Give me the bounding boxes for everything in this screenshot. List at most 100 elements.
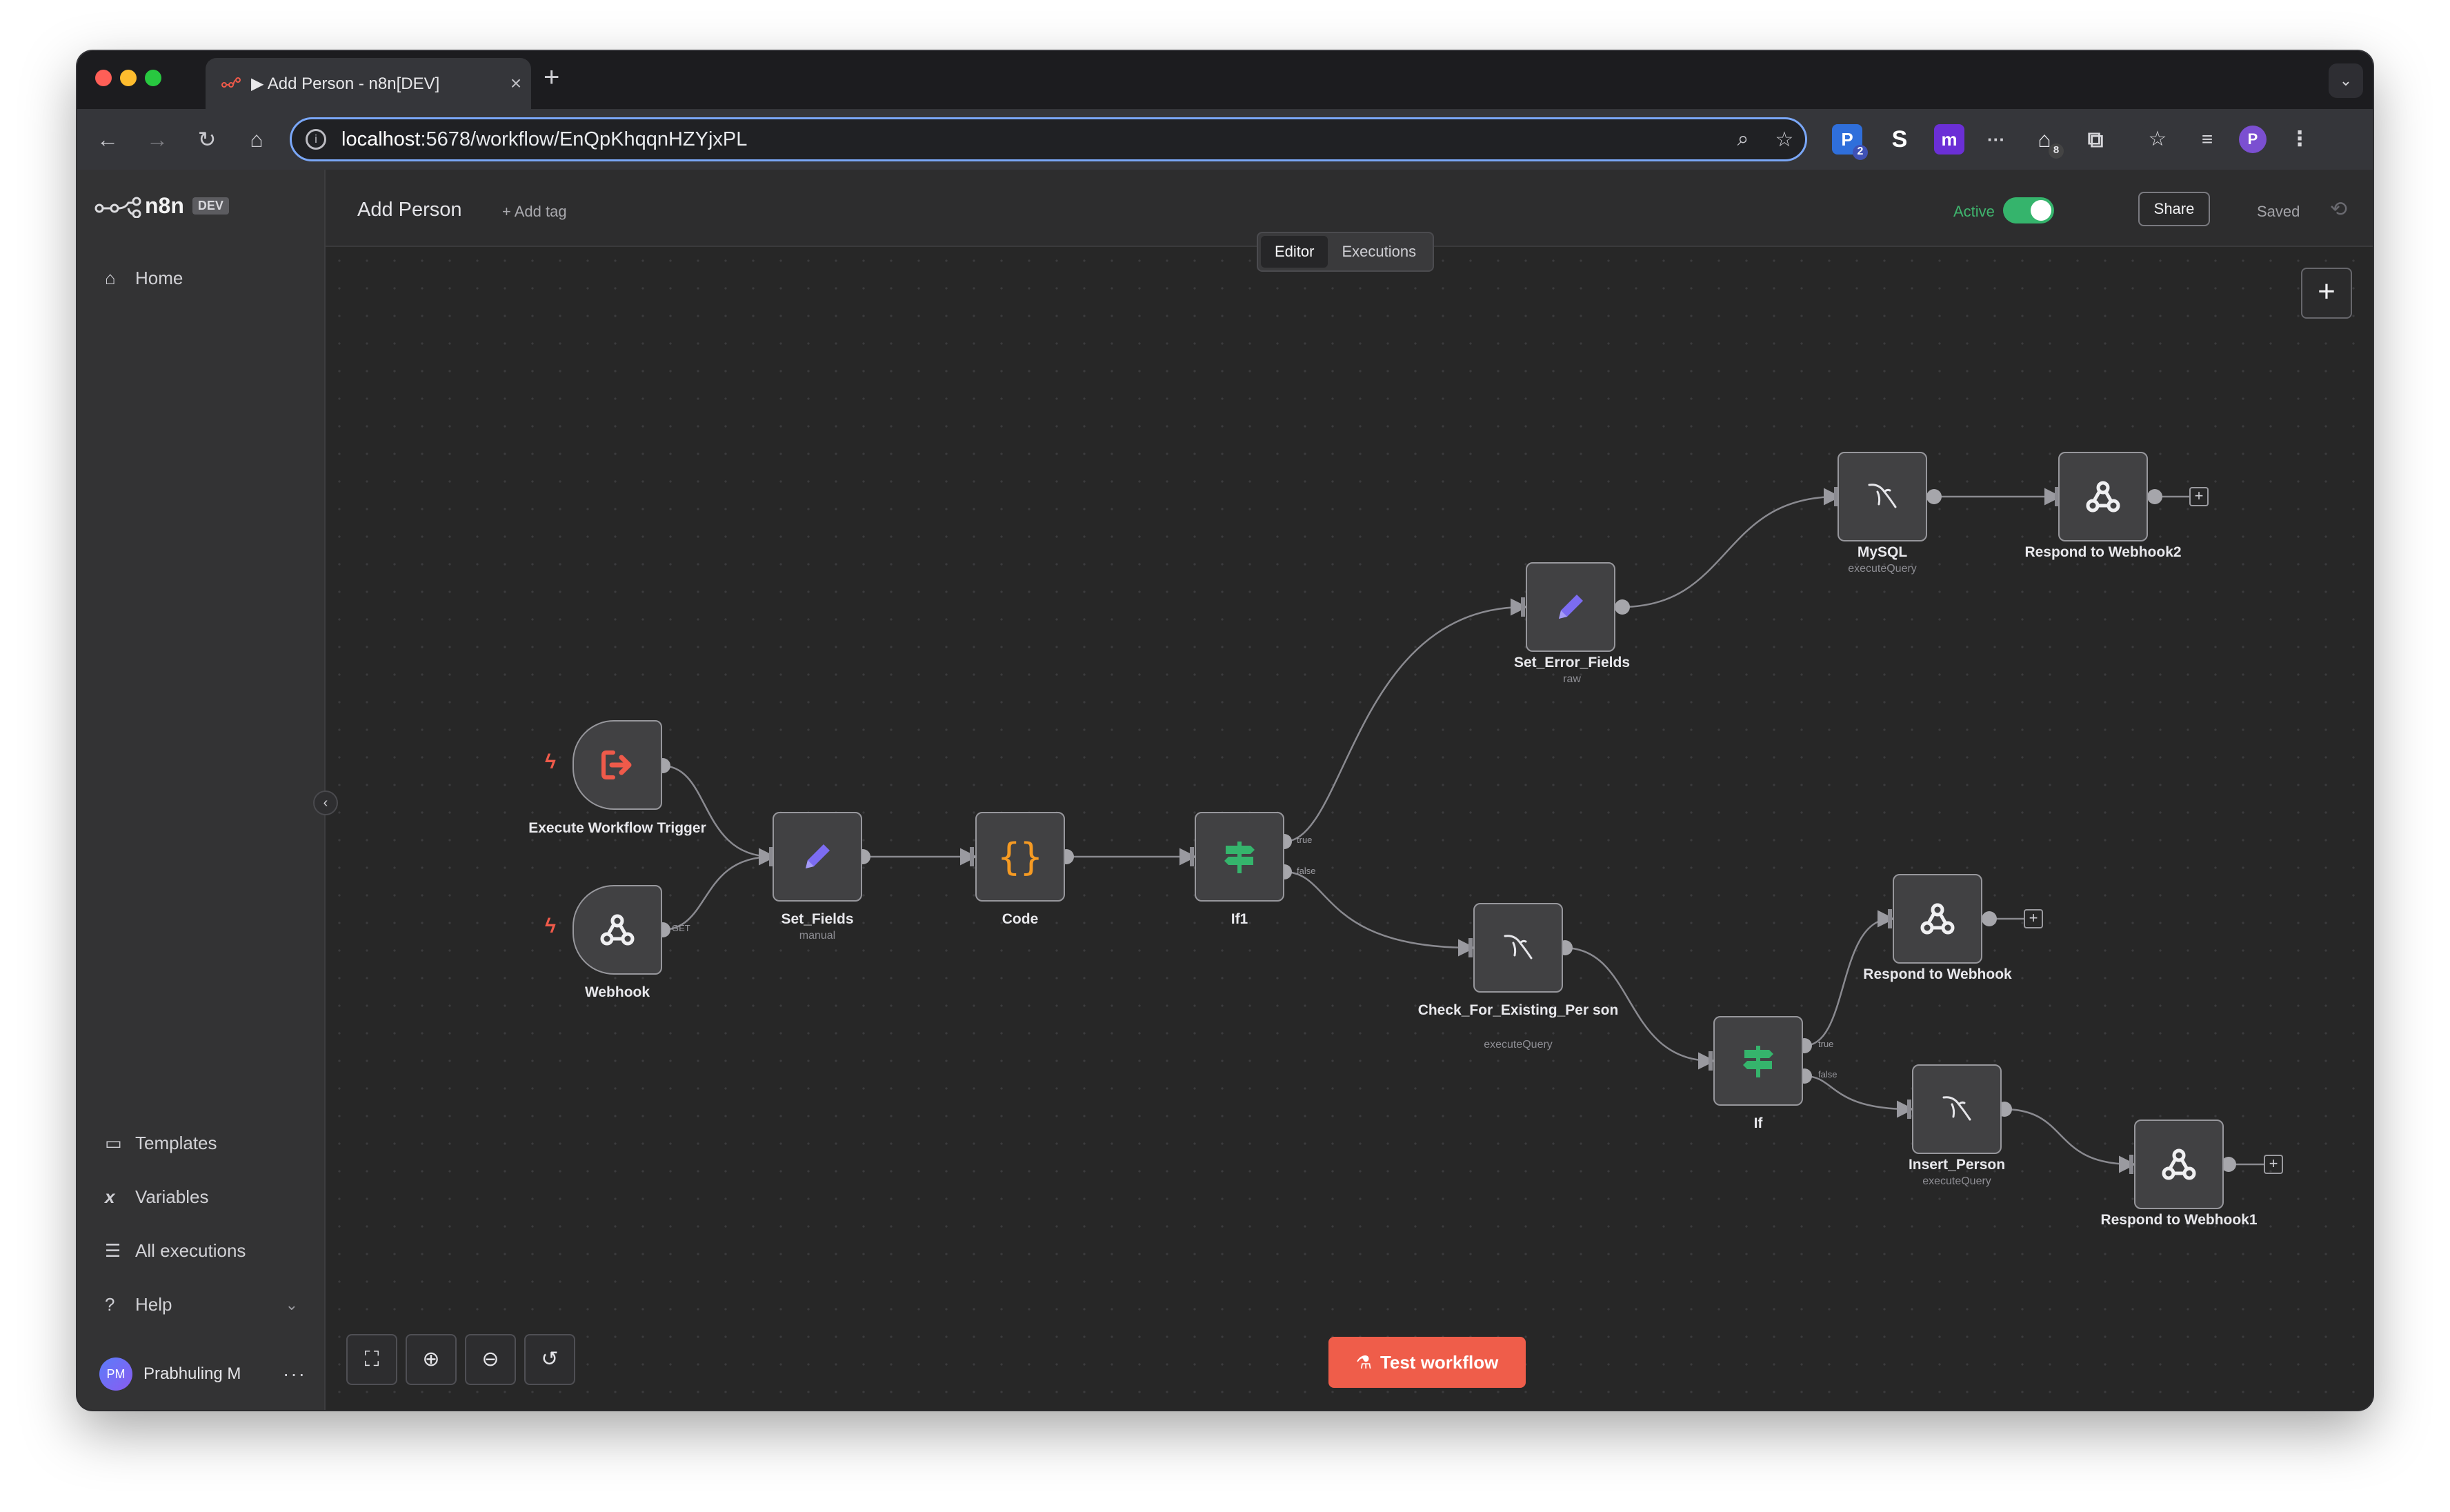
sidebar-item-label: Home [135, 268, 183, 288]
zoom-out-button[interactable]: ⊖ [465, 1334, 516, 1385]
extensions-puzzle-icon[interactable]: ⧉ [2080, 124, 2111, 155]
webhook-icon [1894, 875, 1981, 962]
forward-icon[interactable]: → [146, 127, 168, 152]
close-tab-icon[interactable]: × [510, 72, 522, 94]
workflow-name[interactable]: Add Person [357, 199, 462, 221]
pencil-icon [1527, 564, 1614, 650]
input-port [970, 847, 974, 866]
trigger-bolt-icon: ϟ [545, 915, 556, 937]
output-port [2147, 489, 2162, 504]
add-next-node-button[interactable]: + [2024, 909, 2043, 928]
browser-tab[interactable]: ▶ Add Person - n8n[DEV] × [206, 58, 531, 109]
node-respond-to-webhook1[interactable] [2134, 1120, 2224, 1209]
sidebar-item-label: Templates [135, 1133, 217, 1153]
reload-icon[interactable]: ↻ [197, 127, 217, 152]
share-button[interactable]: Share [2138, 192, 2210, 226]
flask-icon: ⚗ [1355, 1351, 1372, 1373]
question-icon: ? [105, 1294, 115, 1315]
extension-5-icon[interactable]: ⌂ 8 [2029, 124, 2064, 159]
port-label-false: false [1818, 1069, 1838, 1080]
workflow-history-icon[interactable]: ⟲ [2330, 198, 2348, 221]
node-webhook[interactable] [572, 885, 662, 975]
node-set-error-fields[interactable] [1526, 562, 1615, 652]
minimize-window-button[interactable] [120, 70, 137, 86]
sidebar-item-variables[interactable]: x Variables [105, 1186, 208, 1208]
site-info-icon[interactable]: i [306, 129, 326, 150]
dolphin-icon [1913, 1066, 2000, 1153]
node-respond-to-webhook2[interactable] [2058, 452, 2148, 541]
zoom-lens-icon[interactable]: ⌕ [1737, 128, 1749, 150]
tab-editor[interactable]: Editor [1261, 236, 1328, 268]
add-next-node-button[interactable]: + [2189, 487, 2209, 506]
braces-icon: {} [997, 835, 1043, 879]
add-node-button[interactable]: + [2301, 268, 2352, 319]
fit-view-button[interactable]: ⛶ [346, 1334, 397, 1385]
node-execute-workflow-trigger[interactable] [572, 720, 662, 810]
browser-menu-icon[interactable]: ⋮ [2284, 124, 2315, 155]
webhook-icon [574, 886, 661, 973]
variable-icon: x [105, 1186, 115, 1207]
bookmarks-icon[interactable]: ☆ [2142, 124, 2173, 155]
user-menu[interactable]: PM Prabhuling M ··· [99, 1357, 306, 1391]
workflow-canvas[interactable]: ϟ Execute Workflow Trigger ϟ GET Webhook [326, 247, 2373, 1410]
n8n-app: n8n DEV ⌂ Home ▭ Templates x Variables ☰… [77, 170, 2373, 1410]
test-workflow-button[interactable]: ⚗ Test workflow [1328, 1337, 1526, 1388]
bookmark-star-icon[interactable]: ☆ [1775, 128, 1794, 151]
media-queue-icon[interactable]: ≡ [2192, 124, 2222, 155]
sidebar-item-label: Help [135, 1294, 172, 1315]
env-badge: DEV [192, 197, 229, 215]
maximize-window-button[interactable] [145, 70, 161, 86]
sidebar-item-all-executions[interactable]: ☰ All executions [105, 1240, 246, 1262]
logo-text: n8n [145, 193, 184, 218]
input-port [1521, 597, 1525, 617]
node-check-for-existing-person[interactable] [1473, 903, 1563, 993]
webhook-icon [2135, 1121, 2222, 1208]
zoom-in-button[interactable]: ⊕ [406, 1334, 457, 1385]
address-bar[interactable]: i localhost:5678/workflow/EnQpKhqqnHZYjx… [290, 117, 1807, 161]
webhook-icon [2060, 453, 2147, 540]
edge-if-insert [1804, 1075, 1914, 1118]
tab-title: ▶ Add Person - n8n[DEV] [251, 74, 440, 93]
edge-if-respond [1804, 910, 1895, 1047]
input-port [1190, 847, 1194, 866]
active-toggle[interactable] [2003, 197, 2054, 223]
sidebar-item-help[interactable]: ? Help ⌄ [105, 1294, 298, 1315]
close-window-button[interactable] [95, 70, 112, 86]
url-path: :5678/workflow/EnQpKhqqnHZYjxPL [420, 128, 748, 150]
dolphin-icon [1475, 904, 1562, 991]
sidebar-item-templates[interactable]: ▭ Templates [105, 1133, 217, 1154]
tab-search-button[interactable]: ⌄ [2329, 63, 2363, 98]
node-label: Respond to Webhook [1863, 966, 2012, 982]
output-port [1926, 489, 1942, 504]
node-mysql[interactable] [1838, 452, 1927, 541]
node-code[interactable]: {} [975, 812, 1065, 902]
extension-1-icon[interactable]: P 2 [1832, 124, 1868, 160]
sidebar-item-label: All executions [135, 1240, 246, 1261]
sidebar-item-label: Variables [135, 1186, 209, 1207]
node-respond-to-webhook[interactable] [1893, 874, 1982, 964]
add-next-node-button[interactable]: + [2264, 1155, 2283, 1174]
new-tab-button[interactable]: + [544, 62, 560, 92]
add-tag-button[interactable]: + Add tag [502, 203, 567, 220]
extension-3-icon[interactable]: m [1934, 124, 1964, 155]
output-port [2221, 1157, 2236, 1172]
profile-avatar[interactable]: P [2239, 126, 2267, 153]
back-icon[interactable]: ← [97, 127, 119, 152]
reset-zoom-button[interactable]: ↺ [524, 1334, 575, 1385]
input-port [1709, 1051, 1713, 1071]
extension-4-icon[interactable]: ··· [1981, 124, 2011, 155]
n8n-logo[interactable]: n8n DEV [94, 193, 229, 219]
user-more-icon[interactable]: ··· [283, 1363, 306, 1384]
home-icon[interactable]: ⌂ [250, 127, 263, 152]
sidebar-item-home[interactable]: ⌂ Home [105, 268, 183, 289]
node-set-fields[interactable] [773, 812, 862, 902]
node-insert-person[interactable] [1912, 1064, 2002, 1154]
output-port [1982, 911, 1997, 926]
collapse-sidebar-button[interactable]: ‹ [313, 790, 338, 815]
node-if[interactable] [1713, 1016, 1803, 1106]
extension-2-icon[interactable]: S [1884, 124, 1915, 155]
webhook-port-label: GET [672, 923, 690, 933]
active-label: Active [1953, 203, 1995, 220]
node-if1[interactable] [1195, 812, 1284, 902]
tab-executions[interactable]: Executions [1342, 243, 1417, 260]
